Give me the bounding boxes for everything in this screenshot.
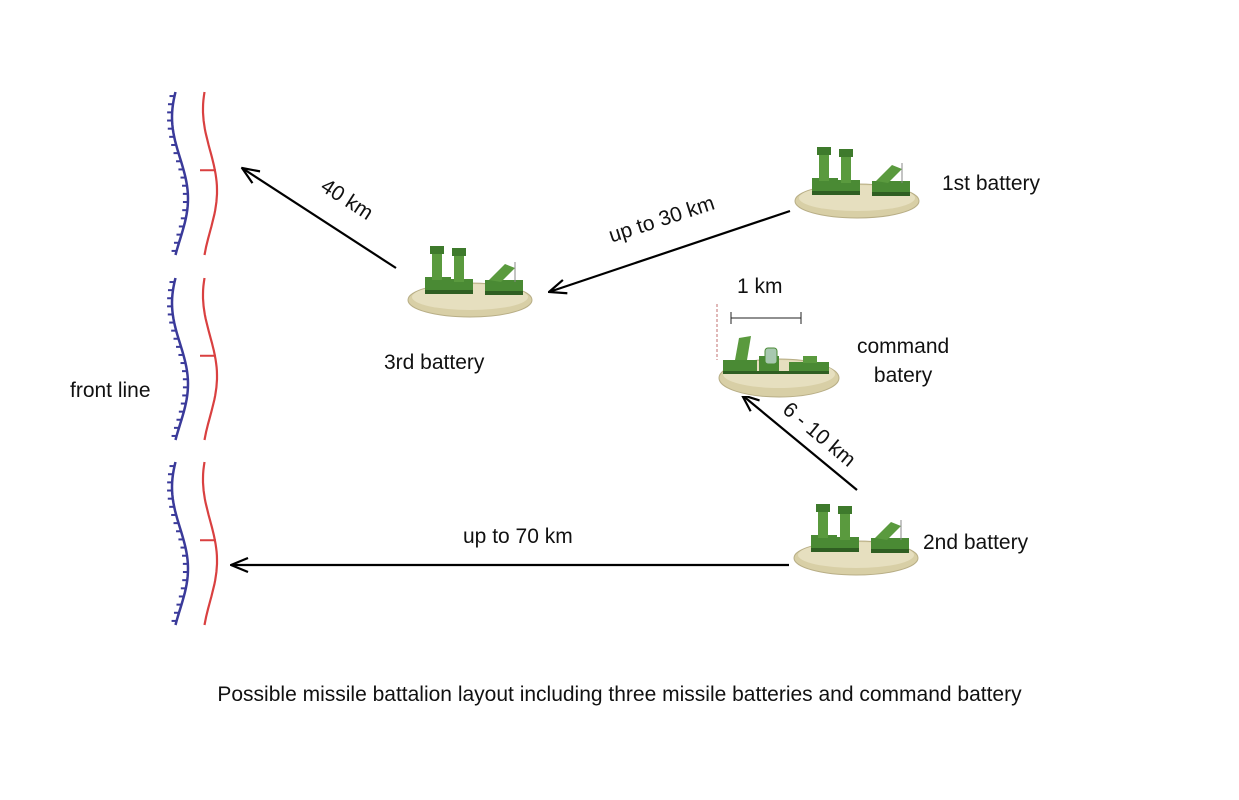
arrow-second-to-command (742, 395, 858, 491)
command-label-line1: command (857, 335, 950, 358)
command-label-line2: batery (873, 364, 933, 387)
diagram-caption: Possible missile battalion layout includ… (217, 683, 1022, 706)
battery-1-label: 1st battery (942, 172, 1041, 195)
front-line-group (167, 91, 219, 626)
distance-second-to-front: up to 70 km (463, 525, 573, 548)
command-post-icon (715, 300, 845, 398)
enemy-front-line-3 (201, 461, 219, 626)
battery-2-icon (791, 500, 919, 586)
battery-1-icon (792, 143, 920, 231)
own-front-line-3 (170, 461, 190, 626)
front-line-label: front line (70, 379, 151, 402)
enemy-front-line-1 (201, 91, 219, 256)
arrows (231, 168, 858, 565)
own-front-line-1 (170, 91, 190, 256)
distance-command-width: 1 km (737, 275, 783, 298)
enemy-front-line-2 (201, 277, 219, 441)
command-battery-label: command batery (857, 332, 949, 390)
battery-3-icon (405, 242, 537, 330)
own-front-line-2 (170, 277, 190, 441)
battery-3-label: 3rd battery (384, 351, 485, 374)
arrow-third-to-front (242, 168, 397, 269)
arrow-first-to-third (549, 209, 791, 292)
battery-2-label: 2nd battery (923, 531, 1029, 554)
